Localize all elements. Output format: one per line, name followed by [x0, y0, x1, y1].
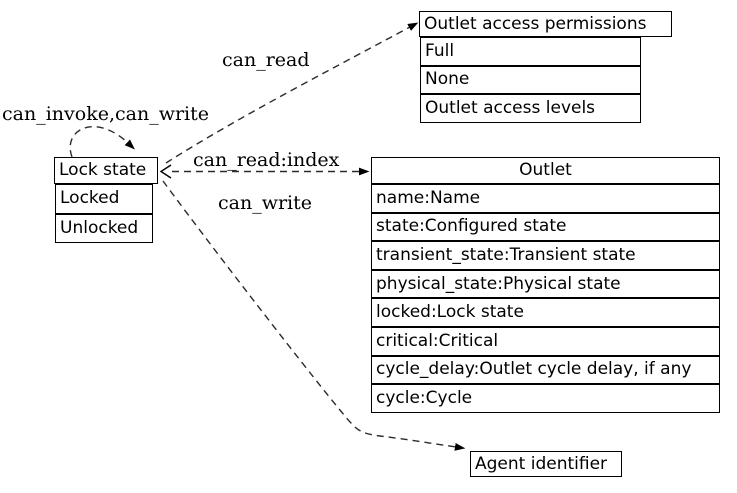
node-outlet-row: critical:Critical	[371, 326, 720, 356]
edge-label-can-read: can_read	[222, 49, 310, 71]
node-outlet-access-permissions-row: None	[420, 65, 641, 95]
node-outlet-access-permissions-row: Full	[420, 37, 641, 66]
node-lock-state-title: Lock state	[54, 157, 158, 184]
node-outlet-row: transient_state:Transient state	[371, 241, 720, 270]
node-lock-state-row: Unlocked	[55, 213, 153, 243]
edge-label-can-write: can_write	[218, 192, 313, 214]
node-outlet-row: cycle_delay:Outlet cycle delay, if any	[371, 355, 720, 385]
node-outlet-access-permissions-body: Full None Outlet access levels	[420, 37, 641, 123]
node-lock-state-row: Locked	[55, 184, 153, 214]
edge-label-can-invoke-can-write: can_invoke,can_write	[2, 103, 209, 125]
edge-can-write	[162, 180, 466, 451]
node-outlet-row: physical_state:Physical state	[371, 269, 720, 299]
edge-self-loop-can-invoke-can-write	[69, 125, 135, 158]
edge-label-can-read-index: can_read:index	[193, 149, 340, 171]
node-outlet-title: Outlet	[371, 157, 720, 184]
node-outlet-access-permissions-title: Outlet access permissions	[419, 11, 672, 37]
node-outlet-access-permissions-row: Outlet access levels	[420, 94, 641, 123]
node-outlet-body: name:Name state:Configured state transie…	[371, 184, 720, 413]
node-outlet-row: cycle:Cycle	[371, 384, 720, 413]
edge-can-read	[165, 22, 419, 164]
edge-can-read-index-tail-arrow	[159, 164, 172, 179]
node-outlet-row: locked:Lock state	[371, 298, 720, 327]
node-outlet-row: state:Configured state	[371, 212, 720, 242]
node-agent-identifier-title: Agent identifier	[470, 451, 622, 477]
node-lock-state-body: Locked Unlocked	[55, 184, 153, 243]
node-outlet-row: name:Name	[371, 184, 720, 213]
